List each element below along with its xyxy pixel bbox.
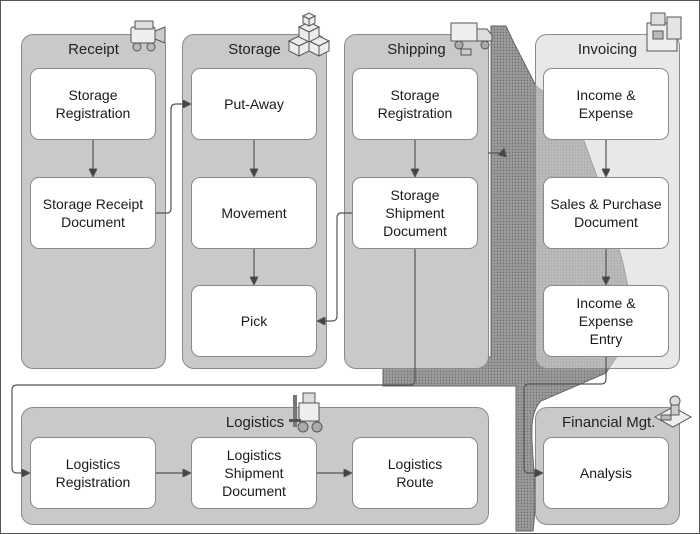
receipt-panel-title: Receipt	[68, 41, 119, 58]
sales-purchase-node: Sales & Purchase Document	[543, 177, 669, 249]
movement-node: Movement	[191, 177, 317, 249]
putaway-node: Put-Away	[191, 68, 317, 140]
income-expense-node: Income & Expense	[543, 68, 669, 140]
shipping-registration-node: Storage Registration	[352, 68, 478, 140]
logistics-shipment-node: Logistics Shipment Document	[191, 437, 317, 509]
storage-panel-title: Storage	[228, 41, 281, 58]
pick-node: Pick	[191, 285, 317, 357]
receipt-registration-node: Storage Registration	[30, 68, 156, 140]
receipt-document-node: Storage Receipt Document	[30, 177, 156, 249]
logistics-route-node: Logistics Route	[352, 437, 478, 509]
logistics-panel-title: Logistics	[225, 414, 285, 431]
arrow-shipping-to-invoicing	[488, 149, 504, 153]
accounting-icon	[651, 391, 695, 435]
boxes-icon	[285, 11, 333, 59]
truck-icon	[447, 13, 495, 57]
logistics-registration-node: Logistics Registration	[30, 437, 156, 509]
shipment-document-node: Storage Shipment Document	[352, 177, 478, 249]
invoicing-panel-title: Invoicing	[577, 41, 638, 58]
income-expense-entry-node: Income & Expense Entry	[543, 285, 669, 357]
forklift-icon	[287, 389, 331, 435]
analysis-node: Analysis	[543, 437, 669, 509]
cash-register-icon	[641, 9, 687, 57]
scanner-icon	[125, 13, 169, 57]
shipping-panel-title: Shipping	[387, 41, 446, 58]
